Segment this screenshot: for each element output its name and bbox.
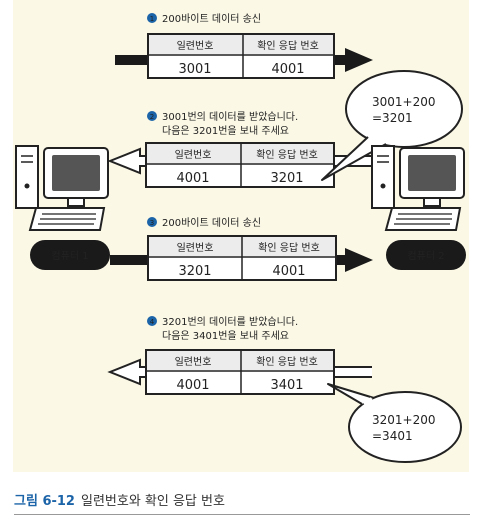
- step-2-ack-value: 3201: [270, 171, 303, 186]
- step-1-header-ack: 확인 응답 번호: [257, 40, 319, 52]
- step-1-badge: [147, 13, 157, 23]
- calc-bubble-1-line-1: 3001+200: [372, 95, 436, 109]
- diagram-canvas: 1 200바이트 데이터 송신 일련번호 확인 응답 번호 3001 4001 …: [15, 13, 466, 463]
- step-3-header-seq: 일련번호: [177, 242, 214, 254]
- calc-bubble-1: 3001+200 =3201: [321, 70, 463, 181]
- step-2-text-line-1: 3001번의 데이터를 받았습니다.: [162, 111, 298, 123]
- step-2-seq-value: 4001: [176, 171, 209, 186]
- step-3-packet: 일련번호 확인 응답 번호 3201 4001: [147, 235, 337, 281]
- computer-1-label: 컴퓨터 1: [51, 250, 88, 262]
- step-4-packet: 일련번호 확인 응답 번호 4001 3401: [145, 349, 335, 395]
- step-4: 4 3201번의 데이터를 받았습니다. 다음은 3401번을 보내 주세요 일…: [107, 316, 372, 395]
- step-3-ack-value: 4001: [272, 264, 305, 279]
- step-3-badge: [147, 217, 157, 227]
- step-4-text-line-1: 3201번의 데이터를 받았습니다.: [162, 316, 298, 328]
- step-1-header-seq: 일련번호: [177, 40, 214, 52]
- computer-1-label-pill: [30, 240, 110, 270]
- caption-divider: [14, 514, 470, 515]
- step-2-number: 2: [150, 113, 154, 121]
- step-1: 1 200바이트 데이터 송신 일련번호 확인 응답 번호 3001 4001: [115, 13, 373, 79]
- computer-2-label: 컴퓨터 2: [407, 250, 444, 262]
- step-1-number: 1: [150, 15, 154, 23]
- computer-1: 컴퓨터 1: [15, 145, 110, 270]
- step-4-header-seq: 일련번호: [175, 356, 212, 368]
- calc-bubble-2-line-2: =3401: [372, 429, 413, 443]
- step-4-number: 4: [150, 318, 155, 326]
- step-3-seq-value: 3201: [178, 264, 211, 279]
- step-3-number: 3: [150, 219, 154, 227]
- step-4-seq-value: 4001: [176, 378, 209, 393]
- step-2-header-ack: 확인 응답 번호: [256, 149, 318, 161]
- calc-bubble-2-line-1: 3201+200: [372, 413, 436, 427]
- figure-title: 일련번호와 확인 응답 번호: [80, 494, 225, 509]
- step-3-text: 200바이트 데이터 송신: [162, 217, 261, 229]
- step-1-packet: 일련번호 확인 응답 번호 3001 4001: [147, 33, 335, 79]
- desktop-computer-icon: [15, 145, 109, 231]
- step-4-text-line-2: 다음은 3401번을 보내 주세요: [162, 330, 289, 342]
- calc-bubble-2: 3201+200 =3401: [327, 383, 462, 463]
- step-3: 3 200바이트 데이터 송신 일련번호 확인 응답 번호 3201 4001: [110, 217, 373, 281]
- step-4-header-ack: 확인 응답 번호: [256, 356, 318, 368]
- step-4-badge: [147, 316, 157, 326]
- step-2-text-line-2: 다음은 3201번을 보내 주세요: [162, 125, 289, 137]
- step-4-ack-value: 3401: [270, 378, 303, 393]
- step-2-header-seq: 일련번호: [175, 149, 212, 161]
- step-3-header-ack: 확인 응답 번호: [258, 242, 320, 254]
- step-1-seq-value: 3001: [178, 62, 211, 77]
- figure-caption: 그림 6-12 일련번호와 확인 응답 번호: [14, 490, 225, 509]
- computer-2-label-pill: [386, 240, 466, 270]
- calc-bubble-1-line-2: =3201: [372, 111, 413, 125]
- step-2-badge: [147, 111, 157, 121]
- step-2-packet: 일련번호 확인 응답 번호 4001 3201: [145, 142, 335, 188]
- figure-number: 그림 6-12: [14, 494, 75, 509]
- desktop-computer-icon: [371, 145, 465, 231]
- step-2: 2 3001번의 데이터를 받았습니다. 다음은 3201번을 보내 주세요 일…: [107, 111, 372, 188]
- computer-2: 컴퓨터 2: [371, 145, 466, 270]
- step-1-text: 200바이트 데이터 송신: [162, 13, 261, 25]
- step-1-ack-value: 4001: [271, 62, 304, 77]
